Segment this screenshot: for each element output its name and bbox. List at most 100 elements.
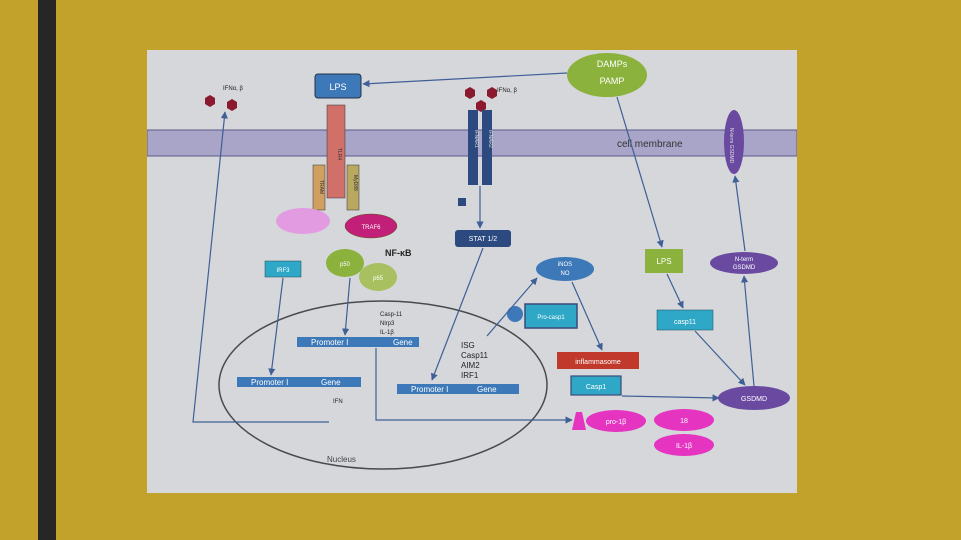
- il1b-ellipse: [654, 434, 714, 456]
- traf6-ellipse: [344, 213, 398, 239]
- target-nlrp3: Nlrp3: [380, 321, 395, 327]
- gene-2-label: Gene: [321, 378, 341, 387]
- p50-label: p50: [340, 262, 351, 268]
- jak-box: [458, 198, 466, 206]
- ifn-dot: [227, 99, 237, 111]
- isg-item: Casp11: [461, 351, 489, 360]
- ifn-right-label: IFNα, β: [497, 88, 517, 94]
- arrow-gene-pro-il1b: [375, 348, 573, 424]
- arrow-isg-inos: [486, 277, 538, 337]
- pink-adaptor-ellipse: [276, 208, 330, 234]
- arrow-casp1-gsdmd: [621, 394, 720, 402]
- casp11-box: [656, 309, 714, 331]
- ifn-dot: [205, 95, 215, 107]
- arrow-casp11-gsdmd: [694, 330, 746, 386]
- inflammasome-box: [557, 352, 639, 369]
- arrow-pamp-lps-cyto: [616, 96, 664, 248]
- p65-label: p65: [373, 276, 384, 282]
- isg-item: ISG: [461, 341, 475, 350]
- promoter-bar-2: [237, 377, 361, 387]
- promoter-3-label: Promoter I: [411, 385, 448, 394]
- ifnar1-label: IFNAR1: [473, 130, 479, 148]
- gene-3-label: Gene: [477, 385, 497, 394]
- gsdmd-pore: [724, 110, 744, 174]
- pamp-label: PAMP: [600, 76, 625, 86]
- casp11-label: casp11: [674, 319, 696, 326]
- lps-top-label: LPS: [329, 82, 346, 92]
- pro-il1b-ellipse: [586, 410, 646, 432]
- gsdmd-label: GSDMD: [741, 396, 767, 403]
- il1b-label: IL-1β: [676, 443, 692, 450]
- isg-item: AIM2: [461, 361, 480, 370]
- arrow-ngsdmd-pore: [732, 175, 746, 252]
- promoter-2-label: Promoter I: [251, 378, 288, 387]
- arrow-inos-inflammasome: [571, 281, 603, 351]
- damps-pamp-ellipse: [567, 53, 647, 97]
- gsdmd-ellipse: [718, 386, 790, 410]
- il18-label: 18: [680, 418, 688, 425]
- stat-box: [455, 230, 511, 247]
- arrow-damps-lps: [362, 72, 568, 88]
- arrow-irf3-promoter: [268, 277, 284, 376]
- p65-ellipse: [359, 263, 397, 291]
- membrane-label: cell membrane: [617, 139, 683, 150]
- lps-cyto-box: [645, 249, 683, 273]
- casp1-box: [570, 375, 622, 396]
- procasp1-dot: [507, 306, 523, 322]
- damps-label: DAMPs: [597, 59, 628, 69]
- ifnar2-receptor: [482, 110, 492, 185]
- nucleus-label: Nucleus: [327, 455, 356, 464]
- ifn-output-label: IFN: [333, 399, 343, 405]
- p50-ellipse: [326, 249, 364, 277]
- ifn-dot: [487, 87, 497, 99]
- target-casp11: Casp-11: [380, 312, 403, 318]
- isg-item: IRF1: [461, 371, 479, 380]
- arrow-stat-promoter: [430, 247, 484, 381]
- tlr4-label: TLR4: [336, 148, 342, 160]
- ifn-dot: [465, 87, 475, 99]
- myd88-label: MyD88: [352, 175, 358, 191]
- target-il1b: IL-1β: [380, 330, 394, 336]
- gene-1-label: Gene: [393, 338, 413, 347]
- promoter-bar-3: [397, 384, 519, 394]
- stat-label: STAT 1/2: [469, 236, 498, 243]
- ifnar1-receptor: [468, 110, 478, 185]
- ngsdmd-label-1: N-term: [735, 257, 753, 263]
- nucleus: [218, 300, 548, 470]
- ngsdmd-ellipse: [710, 252, 778, 274]
- procasp1-label: Pro-casp1: [537, 315, 565, 321]
- procasp1-box: [524, 303, 578, 329]
- myd88-adaptor: [346, 164, 360, 211]
- tlr4-receptor: [326, 104, 346, 199]
- lps-top-box: [314, 73, 362, 99]
- ifn-left-label: IFNα, β: [223, 86, 243, 92]
- casp1-label: Casp1: [586, 384, 606, 391]
- lps-cyto-label: LPS: [656, 257, 671, 266]
- irf3-label: IRF3: [276, 268, 290, 274]
- il18-ellipse: [654, 409, 714, 431]
- tram-adaptor: [312, 164, 326, 211]
- inflammasome-label: inflammasome: [575, 359, 621, 366]
- pro-il1b-label: pro-1β: [606, 419, 626, 426]
- irf3-box: [264, 260, 302, 278]
- promoter-bar-1: [297, 337, 419, 347]
- pathway-slide: cell membrane Nucleus IFNα, β IFNα, β LP…: [147, 50, 797, 493]
- pathway-diagram: cell membrane Nucleus IFNα, β IFNα, β LP…: [147, 53, 797, 470]
- arrow-gsdmd-ngsdmd: [741, 275, 755, 387]
- ifn-dot: [476, 100, 486, 112]
- pro-il1b-cone: [572, 412, 586, 430]
- ifnar2-label: IFNAR2: [487, 130, 493, 148]
- promoter-1-label: Promoter I: [311, 338, 348, 347]
- arrow-p65-promoter: [341, 277, 351, 336]
- gasdermin-top-label: N-term GSDMD: [728, 128, 734, 164]
- traf6-label: TRAF6: [361, 225, 381, 231]
- arrow-ifn-export: [192, 111, 329, 423]
- left-dark-bar: [38, 0, 56, 540]
- nfkb-label: NF-κB: [385, 248, 412, 258]
- tram-label: TRAM: [318, 180, 324, 194]
- arrow-lps-casp11: [666, 273, 684, 309]
- ngsdmd-label-2: GSDMD: [733, 265, 756, 271]
- inos-ellipse: [536, 257, 594, 281]
- inos-label-2: NO: [561, 271, 570, 277]
- inos-label-1: iNOS: [558, 262, 572, 268]
